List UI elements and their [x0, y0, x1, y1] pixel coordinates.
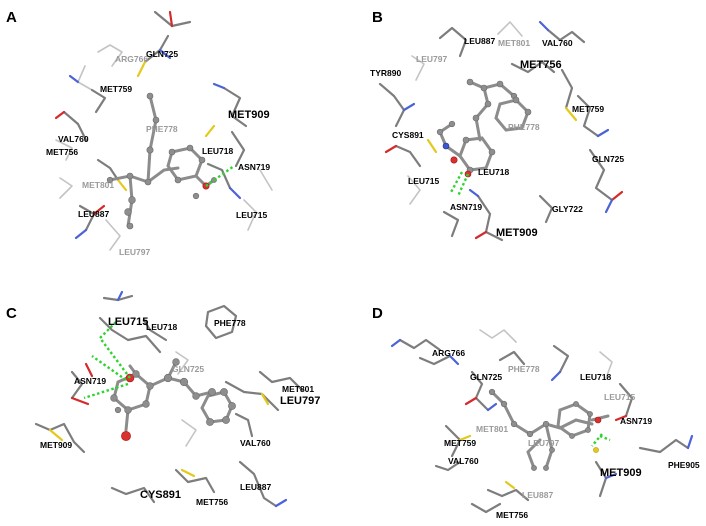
panel-a: A	[6, 9, 273, 257]
panel-c-ligand	[83, 321, 236, 441]
label-a-met759: MET759	[100, 84, 132, 94]
label-a-met801: MET801	[82, 180, 114, 190]
label-d-arg766: ARG766	[432, 348, 465, 358]
label-c-met909: MET909	[40, 440, 72, 450]
label-a-gln725: GLN725	[146, 49, 178, 59]
panel-c-residue-sticks	[34, 290, 304, 508]
label-b-met909: MET909	[496, 227, 538, 239]
label-b-leu887: LEU887	[464, 36, 495, 46]
label-c-gln725: GLN725	[172, 364, 204, 374]
label-d-val760: VAL760	[448, 456, 479, 466]
panel-a-ligand	[106, 92, 235, 230]
panel-letter-a: A	[6, 9, 17, 26]
label-b-met801: MET801	[498, 38, 530, 48]
panel-letter-c: C	[6, 305, 17, 322]
label-b-gly722: GLY722	[552, 204, 583, 214]
label-c-phe778: PHE778	[214, 318, 246, 328]
label-d-leu797: LEU797	[528, 438, 559, 448]
panel-a-residue-sticks	[54, 10, 273, 251]
label-c-val760: VAL760	[240, 438, 271, 448]
label-a-leu797: LEU797	[119, 247, 150, 257]
panel-letter-b: B	[372, 9, 383, 26]
panel-d-ligand	[488, 388, 611, 471]
label-c-met801: MET801	[282, 384, 314, 394]
label-d-met759: MET759	[444, 438, 476, 448]
panel-d: D	[372, 305, 700, 520]
label-d-asn719: ASN719	[620, 416, 652, 426]
panel-b-residue-sticks	[378, 20, 624, 242]
label-b-cys891: CYS891	[392, 130, 424, 140]
label-d-met909: MET909	[600, 467, 642, 479]
label-a-asn719: ASN719	[238, 162, 270, 172]
label-a-phe778: PHE778	[146, 124, 178, 134]
label-b-val760: VAL760	[542, 38, 573, 48]
label-d-met756: MET756	[496, 510, 528, 520]
label-b-leu715: LEU715	[408, 176, 439, 186]
label-c-leu797: LEU797	[280, 395, 320, 407]
label-d-leu718: LEU718	[580, 372, 611, 382]
panel-d-residue-sticks	[390, 329, 694, 514]
label-b-asn719: ASN719	[450, 202, 482, 212]
label-b-tyr890: TYR890	[370, 68, 401, 78]
label-a-leu715: LEU715	[236, 210, 267, 220]
label-b-met756: MET756	[520, 59, 562, 71]
label-a-met909: MET909	[228, 109, 270, 121]
label-a-leu718: LEU718	[202, 146, 233, 156]
panel-b: B	[370, 9, 624, 242]
label-b-leu797: LEU797	[416, 54, 447, 64]
label-a-leu887: LEU887	[78, 209, 109, 219]
label-d-leu715: LEU715	[604, 392, 635, 402]
label-c-leu718: LEU718	[146, 322, 177, 332]
label-d-leu887: LEU887	[522, 490, 553, 500]
panel-letter-d: D	[372, 305, 383, 322]
label-d-gln725: GLN725	[470, 372, 502, 382]
label-d-phe905: PHE905	[668, 460, 700, 470]
label-c-leu887: LEU887	[240, 482, 271, 492]
panel-b-ligand	[436, 78, 532, 197]
label-b-phe778: PHE778	[508, 122, 540, 132]
label-c-met756: MET756	[196, 497, 228, 507]
label-a-met756: MET756	[46, 147, 78, 157]
label-a-arg766: ARG766	[115, 54, 148, 64]
label-c-cys891: CYS891	[140, 489, 181, 501]
label-b-gln725: GLN725	[592, 154, 624, 164]
label-c-asn719: ASN719	[74, 376, 106, 386]
label-d-met801: MET801	[476, 424, 508, 434]
label-b-leu718: LEU718	[478, 167, 509, 177]
label-c-leu715: LEU715	[108, 316, 148, 328]
label-a-val760: VAL760	[58, 134, 89, 144]
label-d-phe778: PHE778	[508, 364, 540, 374]
label-b-met759: MET759	[572, 104, 604, 114]
panel-c: C	[6, 290, 320, 508]
